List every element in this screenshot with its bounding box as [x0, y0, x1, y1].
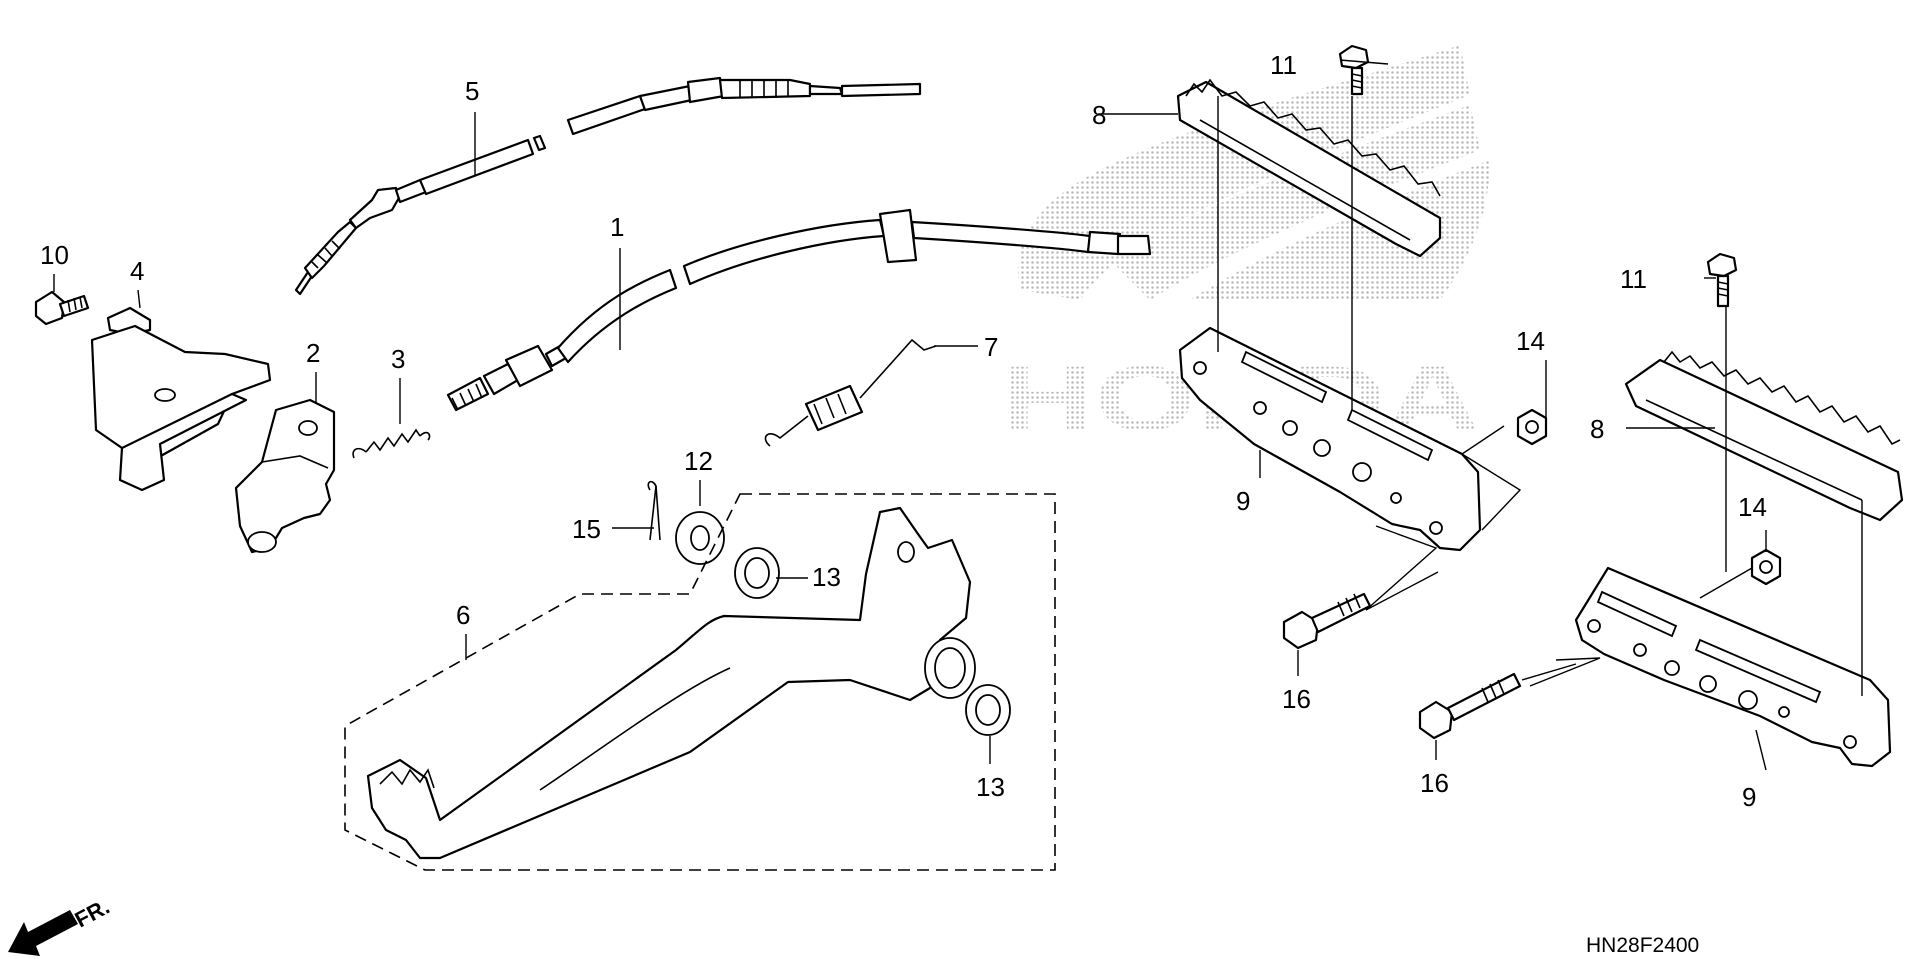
part-2-bracket — [234, 398, 336, 554]
label-part-14-lower: 14 — [1738, 492, 1767, 522]
label-part-9-lower: 9 — [1742, 782, 1756, 812]
label-part-15: 15 — [572, 514, 601, 544]
part-8-footrest-pad-lower — [1624, 350, 1904, 522]
label-part-11-lower: 11 — [1620, 264, 1647, 294]
label-part-16-upper: 16 — [1282, 684, 1311, 714]
part-16-bolt-upper — [1282, 592, 1372, 650]
part-6-brake-pedal — [344, 493, 1056, 871]
label-part-11-upper: 11 — [1270, 50, 1297, 80]
front-marker-text: FR. — [71, 894, 114, 933]
part-14-nut-upper — [1516, 408, 1548, 446]
label-part-8-upper: 8 — [1092, 100, 1106, 130]
part-9-footrest-bracket-lower — [1574, 566, 1892, 768]
label-part-13-lower: 13 — [976, 772, 1005, 802]
assembly-lines — [1217, 96, 1863, 696]
label-part-2: 2 — [306, 338, 320, 368]
part-8-footrest-pad-upper — [1176, 78, 1442, 258]
part-4-bracket — [90, 306, 272, 492]
label-part-12: 12 — [684, 446, 713, 476]
part-15-cotter-pin — [647, 480, 661, 541]
part-16-bolt-lower — [1418, 672, 1522, 740]
label-part-13-upper: 13 — [812, 562, 841, 592]
part-13-bearing-lower — [965, 684, 1011, 736]
part-5-cable — [294, 76, 922, 296]
label-part-9-upper: 9 — [1236, 486, 1250, 516]
front-arrow-icon — [8, 910, 78, 956]
label-part-6: 6 — [456, 600, 470, 630]
part-14-nut-lower — [1750, 548, 1782, 586]
part-3-spring — [352, 428, 431, 459]
part-12-washer — [675, 511, 725, 565]
part-10-bolt — [34, 290, 90, 326]
part-11-bolt-lower — [1706, 252, 1738, 308]
label-part-14-upper: 14 — [1516, 326, 1545, 356]
part-1-cable — [446, 208, 1152, 412]
label-part-3: 3 — [391, 344, 405, 374]
part-13-bearing-upper — [734, 547, 780, 599]
part-9-footrest-bracket-upper — [1178, 326, 1482, 552]
label-part-7: 7 — [984, 332, 998, 362]
label-part-10: 10 — [40, 240, 69, 270]
label-part-5: 5 — [465, 76, 479, 106]
part-labels: 5 1 10 4 2 3 7 12 15 13 6 13 8 11 9 14 1… — [40, 50, 1767, 812]
leader-lines — [53, 59, 1767, 771]
part-7-spring — [764, 338, 937, 447]
part-11-bolt-upper — [1338, 44, 1370, 96]
label-part-8-lower: 8 — [1590, 414, 1604, 444]
diagram-code: HN28F2400 — [1586, 934, 1699, 957]
label-part-4: 4 — [130, 256, 144, 286]
label-part-1: 1 — [610, 212, 624, 242]
label-part-16-lower: 16 — [1420, 768, 1449, 798]
front-direction-marker: FR. — [8, 894, 114, 956]
